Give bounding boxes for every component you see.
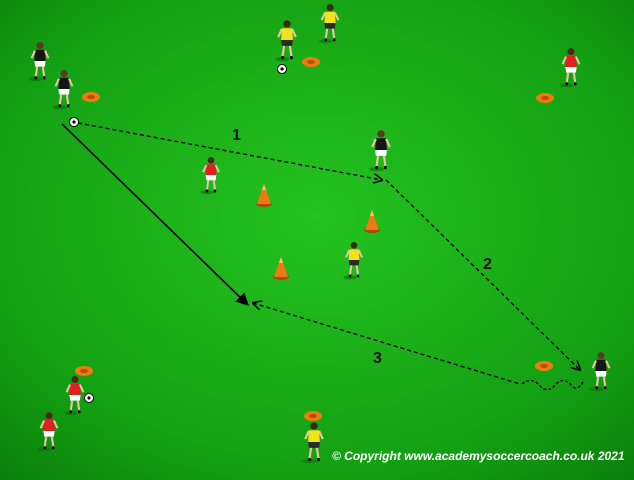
tall-cone xyxy=(273,257,289,280)
disc-cones xyxy=(75,57,554,421)
disc-cone xyxy=(535,361,553,371)
tall-cone xyxy=(256,184,272,207)
football xyxy=(69,117,79,127)
footballs xyxy=(69,64,287,403)
disc-cone xyxy=(304,411,322,421)
disc-cone xyxy=(75,366,93,376)
tall-cones xyxy=(256,184,380,280)
disc-cone xyxy=(302,57,320,67)
football xyxy=(277,64,287,74)
tall-cone xyxy=(364,210,380,233)
pass-3-line xyxy=(253,303,521,385)
run-line xyxy=(61,123,249,306)
pass-label-3: 3 xyxy=(373,350,382,367)
disc-cone xyxy=(536,93,554,103)
pass-label-2: 2 xyxy=(483,256,492,273)
dribble-zigzag xyxy=(521,379,585,391)
copyright-text: © Copyright www.academysoccercoach.co.uk… xyxy=(332,449,625,463)
pass-label-1: 1 xyxy=(232,127,241,144)
pass-1-line xyxy=(77,122,382,180)
disc-cone xyxy=(82,92,100,102)
pass-lines xyxy=(61,122,585,391)
football xyxy=(84,393,94,403)
pass-2-line xyxy=(385,179,580,370)
